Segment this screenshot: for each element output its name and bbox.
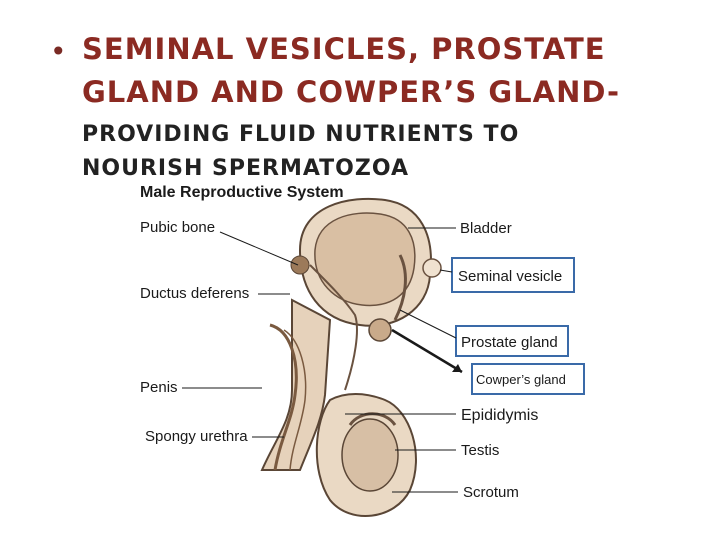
arrowhead-cowpers-gland — [452, 364, 462, 372]
label-bladder: Bladder — [460, 220, 512, 237]
highlight-box-seminal-vesicle — [451, 257, 575, 293]
anatomy-illustration — [260, 197, 442, 517]
pointer-prostate-gland — [399, 309, 457, 339]
label-prostate-gland: Prostate gland — [461, 334, 558, 351]
label-penis: Penis — [140, 379, 178, 396]
highlight-box-cowpers-gland — [471, 363, 585, 395]
label-seminal-vesicle: Seminal vesicle — [458, 268, 562, 285]
pointer-cowpers-gland — [391, 328, 463, 374]
bullet-line-2: gland and cowper’s gland- — [82, 75, 621, 109]
label-scrotum: Scrotum — [463, 484, 519, 501]
label-epididymis: Epididymis — [461, 407, 538, 424]
bullet-line-4: nourish spermatozoa — [82, 156, 409, 181]
bullet-line-1: Seminal vesicles, prostate — [82, 32, 606, 66]
label-testis: Testis — [461, 442, 499, 459]
bullet-dot: • — [50, 35, 67, 68]
highlight-box-prostate-gland — [455, 325, 569, 357]
label-pubic-bone: Pubic bone — [140, 219, 215, 236]
pointer-seminal-vesicle — [439, 269, 453, 273]
diagram-title: Male Reproductive System — [140, 184, 344, 201]
label-cowpers-gland: Cowper’s gland — [476, 372, 566, 387]
label-spongy-urethra: Spongy urethra — [145, 428, 248, 445]
bullet-line-3: providing fluid nutrients to — [82, 122, 520, 147]
label-ductus-deferens: Ductus deferens — [140, 285, 249, 302]
pointer-pubic-bone — [219, 231, 299, 266]
